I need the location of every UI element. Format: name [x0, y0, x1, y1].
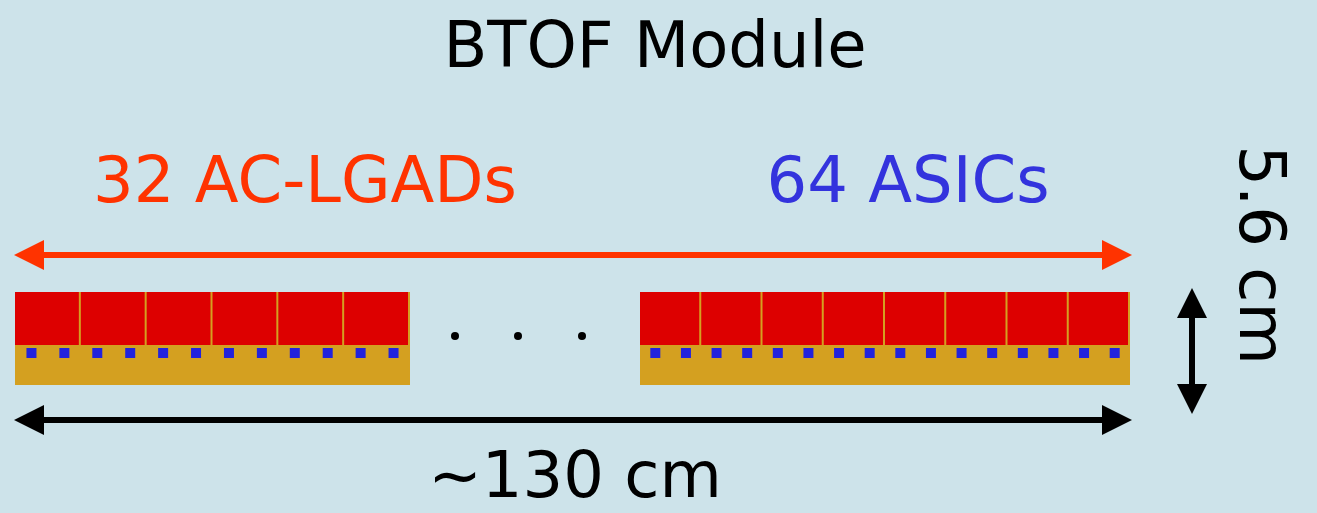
- asic-chip: [323, 348, 333, 358]
- length-arrow: [20, 252, 1126, 258]
- length-arrow: [20, 417, 1126, 423]
- lgad-sensor: [885, 292, 944, 345]
- asic-chip: [26, 348, 36, 358]
- asic-chip: [803, 348, 813, 358]
- length-dimension: ~130 cm: [428, 443, 722, 507]
- module-board: [640, 292, 1130, 385]
- asic-count: 64 ASICs: [766, 148, 1049, 212]
- asic-chip: [895, 348, 905, 358]
- lgad-sensor: [824, 292, 883, 345]
- sensor-count: 32 AC-LGADs: [93, 148, 517, 212]
- asic-chip: [1018, 348, 1028, 358]
- asic-chip: [987, 348, 997, 358]
- asic-chip: [125, 348, 135, 358]
- asic-chip: [865, 348, 875, 358]
- lgad-sensor: [15, 292, 79, 345]
- asic-chip: [650, 348, 660, 358]
- asic-chip: [158, 348, 168, 358]
- lgad-sensor: [147, 292, 211, 345]
- asic-chip: [257, 348, 267, 358]
- lgad-sensor: [1069, 292, 1128, 345]
- lgad-sensor: [213, 292, 277, 345]
- ellipsis-dot: [451, 332, 459, 340]
- asic-chip: [773, 348, 783, 358]
- title: BTOF Module: [443, 13, 866, 77]
- asic-chip: [834, 348, 844, 358]
- asic-chip: [1048, 348, 1058, 358]
- asic-chip: [92, 348, 102, 358]
- lgad-sensor: [344, 292, 408, 345]
- lgad-sensor: [763, 292, 822, 345]
- width-arrow: [1189, 294, 1195, 408]
- asic-chip: [1079, 348, 1089, 358]
- asic-chip: [1110, 348, 1120, 358]
- ellipsis-dot: [514, 332, 522, 340]
- lgad-sensor: [81, 292, 145, 345]
- asic-chip: [681, 348, 691, 358]
- lgad-sensor: [278, 292, 342, 345]
- asic-chip: [191, 348, 201, 358]
- asic-chip: [712, 348, 722, 358]
- module-segment: [15, 292, 410, 385]
- lgad-sensor: [1008, 292, 1067, 345]
- asic-chip: [356, 348, 366, 358]
- lgad-sensor: [701, 292, 760, 345]
- width-dimension: 5.6 cm: [1230, 145, 1294, 365]
- asic-chip: [957, 348, 967, 358]
- asic-chip: [926, 348, 936, 358]
- module-board: [15, 292, 410, 385]
- lgad-sensor: [640, 292, 699, 345]
- asic-chip: [59, 348, 69, 358]
- asic-chip: [290, 348, 300, 358]
- asic-chip: [389, 348, 399, 358]
- lgad-sensor: [946, 292, 1005, 345]
- module-segment: [640, 292, 1130, 385]
- ellipsis-dot: [578, 332, 586, 340]
- asic-chip: [742, 348, 752, 358]
- asic-chip: [224, 348, 234, 358]
